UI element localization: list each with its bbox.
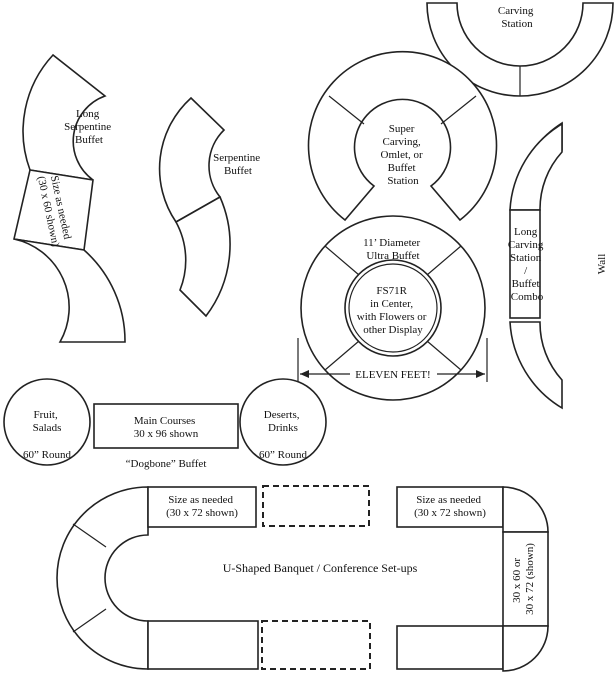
long-carving-station: Long Carving Station / Buffet Combo Wall	[508, 121, 608, 410]
u-shaped-title: U-Shaped Banquet / Conference Set-ups	[223, 561, 418, 575]
super-carving-station: Super Carving, Omlet, or Buffet Station	[307, 50, 498, 222]
super-carving-label: Super Carving, Omlet, or Buffet Station	[381, 123, 426, 187]
ultra-buffet-label: 11’ Diameter Ultra Buffet	[363, 237, 423, 262]
super-carving-shape	[307, 50, 498, 222]
long-carving-middle	[509, 209, 541, 319]
dimension-label-bg	[352, 366, 436, 380]
serpentine-label: Serpentine Buffet	[213, 152, 263, 177]
u-curve-left	[56, 486, 149, 670]
ultra-divider-lr	[426, 340, 462, 371]
carving-station-label: Carving Station	[498, 5, 536, 30]
u-corner-bottom-right	[502, 625, 549, 672]
round-left-label: 60” Round	[23, 449, 71, 461]
ultra-buffet-inner	[344, 259, 442, 357]
u-curve-divider-bottom	[72, 608, 107, 633]
serpentine-buffet: Serpentine Buffet	[158, 96, 263, 318]
long-serpentine-label: Long Serpentine Buffet	[64, 108, 114, 146]
long-carving-lower-shape	[509, 321, 563, 410]
vertical-size-label: 30 x 60 or 30 x 72 (shown)	[511, 543, 536, 615]
round-right-label: 60” Round	[259, 449, 307, 461]
long-serpentine-upper	[22, 53, 107, 181]
u-curve-divider-top	[72, 523, 107, 548]
u-shaped-banquet: Size as needed (30 x 72 shown) Size as n…	[56, 485, 549, 672]
fs71r-label: FS71R in Center, with Flowers or other D…	[357, 285, 429, 336]
ultra-divider-ll	[324, 340, 360, 371]
long-carving-label: Long Carving Station / Buffet Combo	[508, 226, 546, 303]
serpentine-lower	[174, 195, 231, 318]
deserts-drinks-label: Deserts, Drinks	[264, 409, 303, 434]
long-serpentine-lower-shape	[13, 238, 126, 343]
dimension-arrow-left	[300, 370, 309, 378]
dimension-arrow-right	[476, 370, 485, 378]
ultra-buffet: 11’ Diameter Ultra Buffet FS71R in Cente…	[297, 215, 488, 401]
deserts-drinks-round	[239, 378, 327, 466]
wall-label: Wall	[596, 254, 608, 275]
main-courses-label: Main Courses 30 x 96 shown	[134, 415, 199, 440]
ultra-divider-ur	[426, 245, 462, 276]
super-carving-divider-left	[328, 95, 365, 125]
dogbone-label: “Dogbone” Buffet	[126, 458, 207, 470]
fruit-salads-label: Fruit, Salads	[33, 409, 62, 434]
ultra-divider-ul	[324, 245, 360, 276]
u-bottom-dashed-table	[261, 620, 371, 670]
ultra-buffet-inner-ring	[348, 263, 438, 353]
long-serpentine-buffet: Long Serpentine Buffet Size as needed (3…	[13, 53, 126, 343]
eleven-feet-label: ELEVEN FEET!	[355, 369, 430, 381]
u-corner-top-right	[502, 486, 549, 533]
u-top-dashed-table	[262, 485, 370, 527]
size-left-label: Size as needed (30 x 72 shown)	[166, 494, 238, 519]
u-bottom-left-table	[147, 620, 259, 670]
main-courses-table	[93, 403, 239, 449]
dogbone-buffet: Fruit, Salads 60” Round Main Courses 30 …	[3, 378, 327, 470]
fruit-salads-round	[3, 378, 91, 466]
super-carving-divider-right	[440, 95, 477, 125]
long-carving-upper-shape	[509, 122, 563, 211]
u-top-left-table	[147, 486, 257, 528]
size-right-label: Size as needed (30 x 72 shown)	[414, 494, 486, 519]
u-bottom-right-table	[396, 625, 504, 670]
